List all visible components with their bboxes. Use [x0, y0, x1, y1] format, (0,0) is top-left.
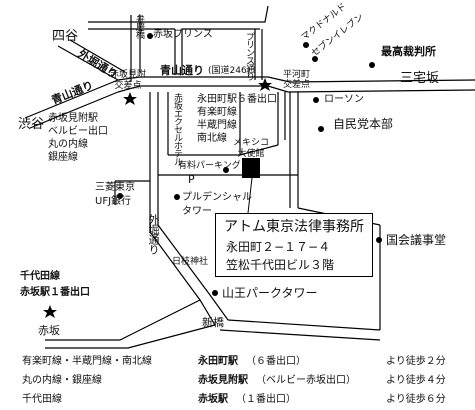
label-shinbashi: 新橋: [202, 316, 224, 329]
office-name: アトム東京法律事務所: [224, 219, 364, 235]
label-yotsuya: 四谷: [52, 29, 79, 44]
access-time: より徒歩６分: [386, 394, 446, 405]
label-prudential: プルデンシャル タワー: [182, 192, 252, 217]
label-route246: (国道246): [208, 66, 251, 76]
access-exit: （ベルビー赤坂出口）: [256, 375, 356, 386]
label-supreme-court: 最高裁判所: [381, 45, 436, 58]
poi-dot-icon: [376, 237, 382, 243]
poi-dot-icon: [313, 97, 319, 103]
parking-icon: P: [188, 173, 195, 186]
label-akasaka-mitsuke-cross: 赤坂見附 交差点: [110, 70, 147, 91]
poi-dot-icon: [369, 62, 375, 68]
label-akasaka-mitsuke-st: 赤坂見附駅 ベルビー出口 丸の内線 銀座線: [48, 113, 108, 163]
station-star-icon: [123, 92, 137, 105]
label-miyakezaka: 三宅坂: [400, 71, 440, 86]
label-hie-shrine: 日枝神社: [172, 257, 209, 267]
label-nagatacho-st: 永田町駅６番出口 有楽町線 半蔵門線 南北線: [197, 94, 277, 144]
access-station: 赤坂見附駅: [198, 375, 248, 386]
label-excel-hotel: 赤坂エクセルホテル: [172, 93, 182, 165]
office-info-box: アトム東京法律事務所 永田町２−１７−４ 笠松千代田ビル３階: [215, 213, 373, 277]
label-akasaka: 赤坂: [38, 324, 60, 337]
label-ldp-hq: 自民党本部: [333, 117, 394, 131]
label-mexico-embassy: メキシコ 大使館: [233, 138, 270, 159]
label-akasaka-prince: 赤坂プリンス: [153, 29, 213, 40]
label-sotobori-dori: 外堀通り: [147, 214, 160, 254]
access-time: より徒歩４分: [386, 375, 446, 386]
access-station: 永田町駅: [198, 356, 238, 367]
poi-dot-icon: [303, 42, 309, 48]
poi-dot-icon: [117, 193, 123, 199]
label-prince-dori: プリンス通り: [244, 32, 254, 80]
office-address: 永田町２−１７−４: [226, 240, 331, 254]
poi-dot-icon: [312, 56, 318, 62]
label-lawson: ローソン: [324, 94, 364, 105]
poi-dot-icon: [318, 126, 324, 132]
access-time: より徒歩２分: [386, 356, 446, 367]
office-building: 笠松千代田ビル３階: [226, 258, 335, 272]
access-exit: （６番出口）: [246, 356, 306, 367]
label-hirakawacho-cross: 平河町 交差点: [283, 70, 311, 90]
access-station: 赤坂駅: [198, 394, 228, 405]
label-akasaka-exit1: 赤坂駅１番出口: [20, 287, 90, 298]
access-lines: 千代田線: [22, 394, 62, 405]
access-exit: （１番出口）: [236, 394, 296, 405]
office-building-icon: [242, 158, 260, 178]
label-sanno-park-tower: 山王パークタワー: [222, 286, 318, 300]
label-mufg: 三菱東京 UFJ銀行: [95, 182, 135, 207]
access-lines: 丸の内線・銀座線: [22, 375, 102, 386]
poi-dot-icon: [223, 167, 229, 173]
label-national-diet: 国会議事堂: [386, 233, 447, 247]
label-bentenbashi: 弁慶橋: [134, 14, 144, 38]
poi-dot-icon: [174, 194, 180, 200]
label-chiyoda-line: 千代田線: [20, 271, 60, 282]
poi-dot-icon: [212, 290, 218, 296]
station-star-icon: [258, 78, 272, 91]
access-lines: 有楽町線・半蔵門線・南北線: [22, 356, 152, 367]
label-parking: 有料パーキング: [178, 161, 241, 171]
label-aoyama-main: 青山通り: [160, 64, 204, 77]
label-shibuya: 渋谷: [18, 117, 45, 132]
poi-dot-icon: [147, 33, 153, 39]
station-star-icon: [43, 305, 57, 318]
